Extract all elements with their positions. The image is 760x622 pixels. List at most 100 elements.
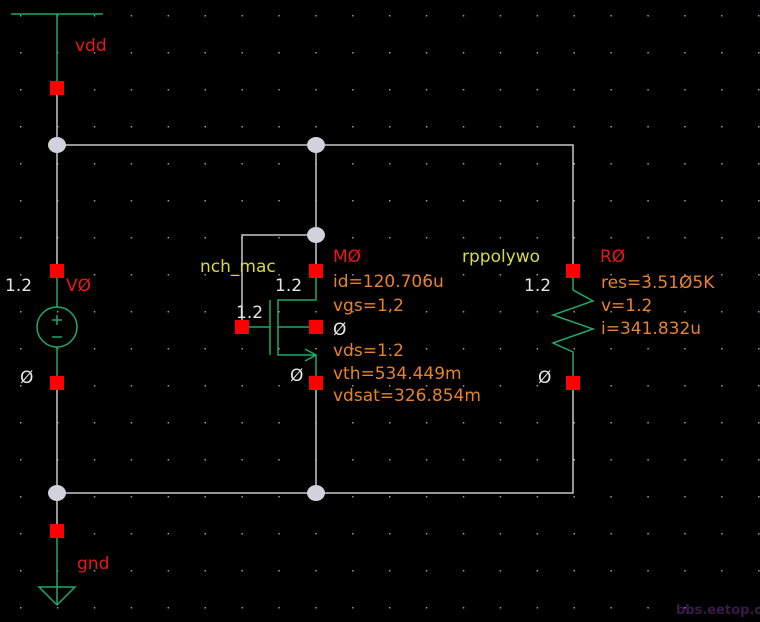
grid-dot	[499, 496, 502, 498]
grid-dot	[241, 385, 243, 387]
grid-dot	[352, 126, 354, 128]
grid-dot	[499, 607, 502, 609]
junction-nodes	[48, 137, 325, 501]
grid-dot	[167, 126, 170, 128]
grid-dot	[93, 126, 96, 128]
grid-dot	[425, 200, 428, 202]
grid-dot	[167, 163, 170, 165]
grid-dot	[610, 89, 612, 91]
grid-dot	[684, 89, 686, 91]
grid-dot	[93, 274, 96, 276]
grid-dot	[352, 163, 354, 165]
grid-dot	[610, 607, 612, 609]
grid-dot	[684, 52, 686, 54]
grid-dot	[93, 533, 96, 535]
grid-dot	[130, 89, 133, 91]
pin-vdd[interactable]	[50, 81, 64, 95]
grid-dot	[93, 570, 96, 572]
grid-dot	[721, 89, 723, 91]
grid-dot	[758, 311, 760, 313]
grid-dot	[389, 274, 391, 276]
grid-dot	[20, 274, 22, 276]
grid-dot	[721, 422, 723, 424]
grid-dot	[684, 385, 686, 387]
grid-dot	[204, 311, 206, 313]
grid-dot	[684, 459, 686, 461]
grid-dot	[573, 163, 575, 165]
pin-source[interactable]	[309, 376, 323, 390]
grid-dot	[278, 200, 280, 202]
grid-dot	[167, 533, 170, 535]
grid-dot	[499, 15, 502, 17]
grid-dot	[499, 126, 502, 128]
grid-dot	[499, 348, 502, 350]
grid-dot	[684, 274, 686, 276]
grid-dot	[20, 126, 22, 128]
grid-dot	[425, 126, 428, 128]
grid-dot	[352, 533, 354, 535]
junction-dot	[307, 485, 325, 501]
grid-dot	[241, 163, 243, 165]
pin-bulk[interactable]	[309, 320, 323, 334]
grid-dot	[352, 89, 354, 91]
grid-dot	[204, 163, 206, 165]
grid-dot	[647, 237, 649, 239]
pin-resistor-minus[interactable]	[566, 376, 580, 390]
grid-dot	[389, 15, 391, 17]
pin-gnd[interactable]	[50, 524, 64, 538]
pin-resistor-plus[interactable]	[566, 264, 580, 278]
grid-dot	[721, 52, 723, 54]
grid-dot	[93, 163, 96, 165]
grid-dot	[758, 570, 760, 572]
grid-dot	[315, 570, 317, 572]
grid-dot	[647, 52, 649, 54]
grid-dot	[93, 385, 96, 387]
source-name: VØ	[66, 276, 91, 296]
ground-symbol[interactable]	[37, 538, 77, 607]
grid-dot	[684, 200, 686, 202]
grid-dot	[536, 200, 539, 202]
grid-dot	[610, 237, 612, 239]
grid-dot	[499, 422, 502, 424]
grid-dot	[758, 607, 760, 609]
grid-dot	[204, 89, 206, 91]
grid-dot	[573, 607, 575, 609]
grid-dot	[721, 274, 723, 276]
grid-dot	[389, 348, 391, 350]
grid-dot	[352, 15, 354, 17]
pin-source-minus[interactable]	[50, 376, 64, 390]
pin-drain[interactable]	[309, 264, 323, 278]
grid-dot	[241, 89, 243, 91]
grid-dot	[93, 459, 96, 461]
param-vds: vds=1.2	[333, 341, 404, 361]
grid-dot	[462, 311, 465, 313]
grid-dot	[647, 496, 649, 498]
param-res: res=3.51Ø5K	[601, 273, 715, 293]
nmos-transistor[interactable]	[242, 278, 318, 376]
grid-dot	[389, 237, 391, 239]
grid-dot	[167, 52, 170, 54]
grid-dot	[610, 533, 612, 535]
grid-dot	[167, 348, 170, 350]
grid-dot	[758, 533, 760, 535]
grid-dot	[204, 459, 206, 461]
grid-dot	[610, 570, 612, 572]
resistor[interactable]	[550, 278, 596, 376]
grid-dot	[758, 459, 760, 461]
grid-dot	[610, 348, 612, 350]
pin-source-plus[interactable]	[50, 264, 64, 278]
grid-dot	[647, 311, 649, 313]
pin-gate[interactable]	[235, 320, 249, 334]
dc-voltage-source[interactable]	[36, 278, 78, 376]
grid-dot	[647, 348, 649, 350]
grid-dot	[93, 89, 96, 91]
grid-dot	[536, 570, 539, 572]
grid-dot	[241, 200, 243, 202]
watermark: bbs.eetop.cn	[676, 603, 760, 618]
vdd-symbol[interactable]	[11, 13, 103, 88]
grid-dot	[204, 274, 206, 276]
grid-dot	[278, 607, 280, 609]
grid-dot	[721, 15, 723, 17]
grid-dot	[204, 348, 206, 350]
